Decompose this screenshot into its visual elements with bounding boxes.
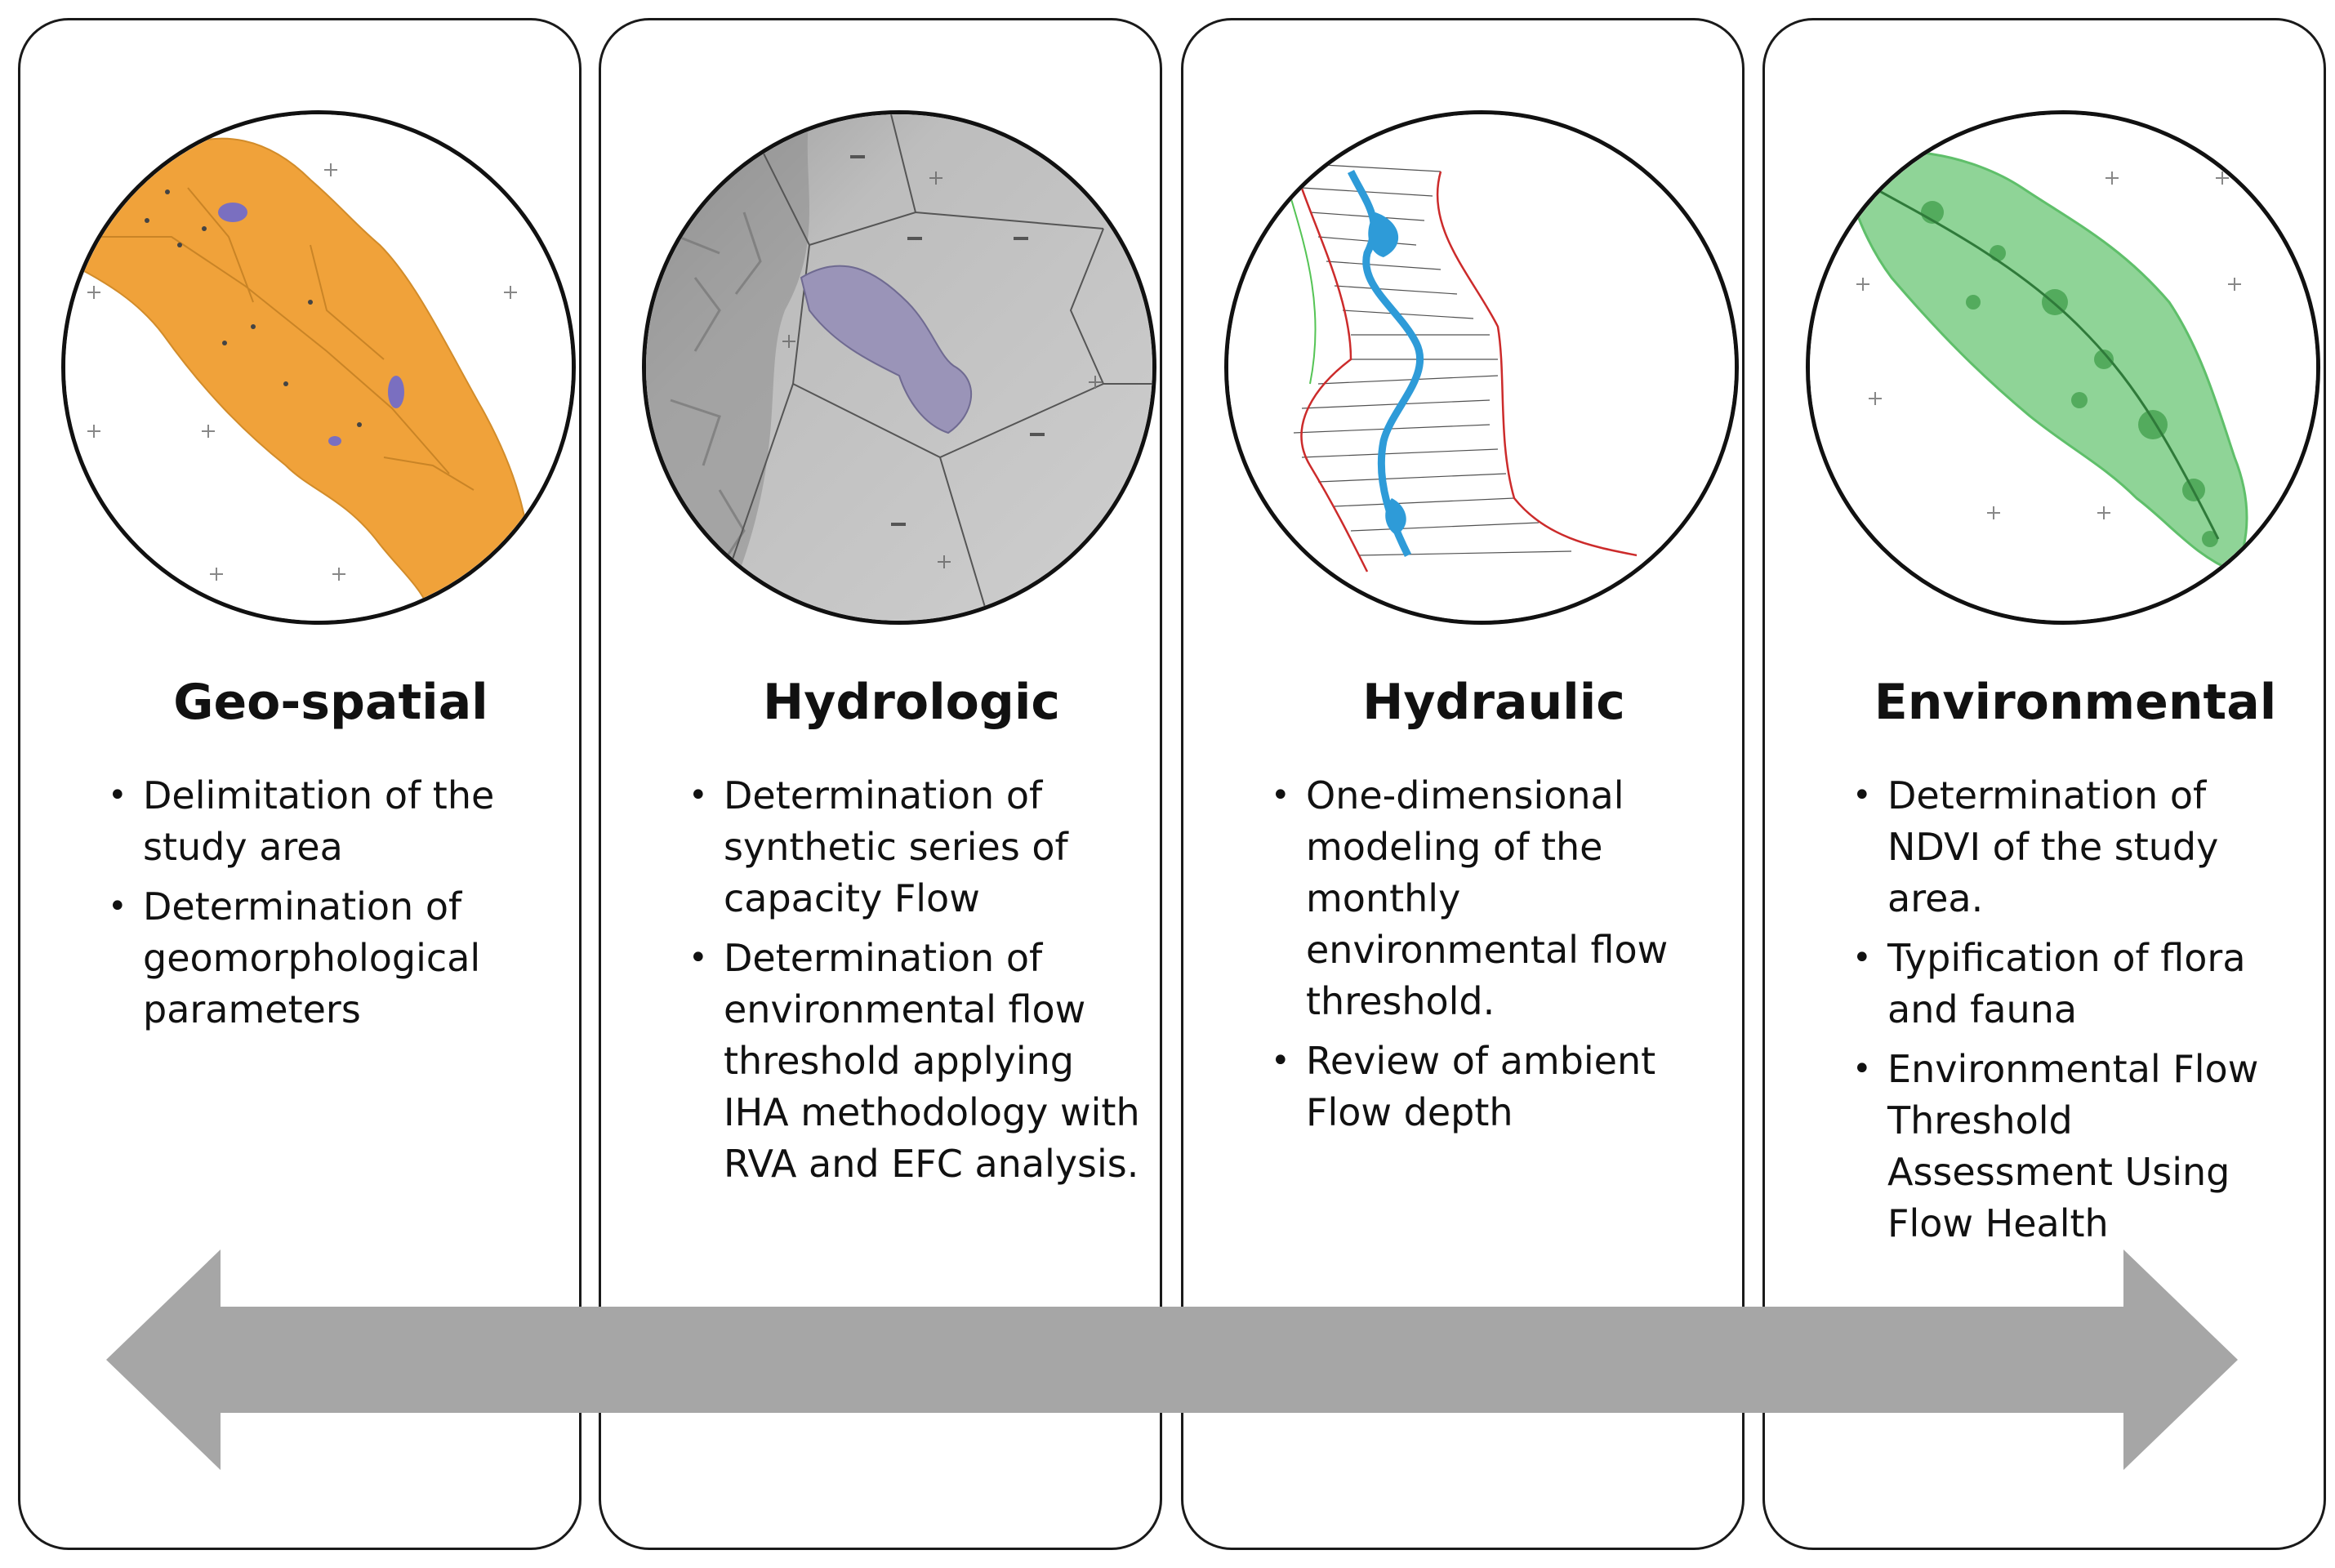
bullet-item: Review of ambient Flow depth <box>1269 1036 1727 1138</box>
geo-spatial-map-thumbnail <box>61 110 576 625</box>
bullet-item: One-dimensional modeling of the monthly … <box>1269 770 1727 1027</box>
bullet-list: Determination of synthetic series of cap… <box>687 770 1144 1198</box>
bullet-list: Delimitation of the study area Determina… <box>106 770 564 1044</box>
panel-environmental: Environmental Determination of NDVI of t… <box>1762 18 2326 1550</box>
bullet-item: Determination of environmental flow thre… <box>687 933 1144 1190</box>
bullet-item: Delimitation of the study area <box>106 770 564 873</box>
bullet-item: Environmental Flow Threshold Assessment … <box>1851 1044 2308 1250</box>
orange-map-icon <box>65 114 572 621</box>
panel-title: Hydrologic <box>763 674 1060 731</box>
bullet-list: One-dimensional modeling of the monthly … <box>1269 770 1727 1147</box>
panel-title: Geo-spatial <box>173 674 488 731</box>
hydrologic-map-thumbnail <box>642 110 1156 625</box>
panel-title: Environmental <box>1874 674 2277 731</box>
river-cross-section-icon <box>1228 114 1735 621</box>
double-headed-arrow-icon <box>106 1250 2238 1470</box>
environmental-map-thumbnail <box>1806 110 2320 625</box>
panel-title: Hydraulic <box>1362 674 1625 731</box>
hydraulic-model-thumbnail <box>1224 110 1739 625</box>
bullet-item: Determination of synthetic series of cap… <box>687 770 1144 924</box>
ndvi-map-icon <box>1810 114 2316 621</box>
bullet-list: Determination of NDVI of the study area.… <box>1851 770 2308 1258</box>
bullet-item: Determination of NDVI of the study area. <box>1851 770 2308 924</box>
relief-map-icon <box>646 114 1152 621</box>
panel-hydrologic: Hydrologic Determination of synthetic se… <box>599 18 1162 1550</box>
bullet-item: Determination of geomorphological parame… <box>106 881 564 1036</box>
panel-geo-spatial: Geo-spatial Delimitation of the study ar… <box>18 18 582 1550</box>
bullet-item: Typification of flora and fauna <box>1851 933 2308 1036</box>
arrow-shape <box>106 1250 2238 1470</box>
panel-hydraulic: Hydraulic One-dimensional modeling of th… <box>1181 18 1745 1550</box>
